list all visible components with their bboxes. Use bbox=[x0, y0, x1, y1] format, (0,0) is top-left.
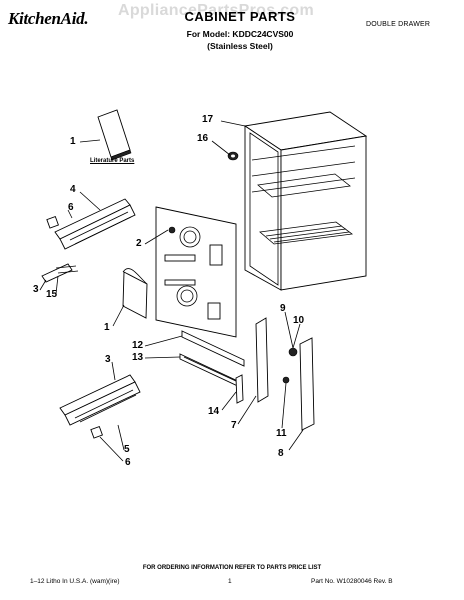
callout-6-lower: 6 bbox=[125, 457, 131, 468]
callout-13: 13 bbox=[132, 352, 144, 363]
callout-7: 7 bbox=[231, 420, 237, 431]
callout-2: 2 bbox=[136, 238, 142, 249]
leader-lines bbox=[39, 120, 304, 462]
literature-parts-label: Literature Parts bbox=[90, 158, 135, 164]
litho-line: 1–12 Litho In U.S.A. (wam)(ire) bbox=[30, 578, 120, 585]
callout-1-sheet: 1 bbox=[104, 322, 110, 333]
callout-15: 15 bbox=[46, 289, 58, 300]
callout-8: 8 bbox=[278, 448, 284, 459]
model-line: For Model: KDDC24CVS00 bbox=[186, 29, 294, 39]
callout-5: 5 bbox=[124, 444, 130, 455]
callout-11: 11 bbox=[276, 428, 287, 439]
callout-17: 17 bbox=[202, 114, 214, 125]
cabinet-box bbox=[243, 111, 368, 291]
page-title: CABINET PARTS bbox=[184, 9, 296, 24]
trim-strip bbox=[179, 330, 245, 389]
side-brackets bbox=[235, 317, 315, 431]
watermark: AppliancePartsPros.com bbox=[118, 2, 314, 19]
finish-line: (Stainless Steel) bbox=[207, 41, 273, 51]
plug-part bbox=[227, 151, 239, 161]
ordering-note: FOR ORDERING INFORMATION REFER TO PARTS … bbox=[142, 565, 322, 571]
page-number: 1 bbox=[228, 578, 232, 585]
callout-10: 10 bbox=[293, 315, 305, 326]
callout-9: 9 bbox=[280, 303, 286, 314]
lower-slide-parts bbox=[41, 263, 79, 283]
part-number: Part No. W10280046 Rev. B bbox=[311, 578, 393, 585]
brand-logo: KitchenAid. bbox=[8, 9, 89, 28]
rear-control-panel bbox=[155, 206, 237, 338]
callout-3-lower: 3 bbox=[105, 354, 111, 365]
literature-sheet bbox=[122, 268, 148, 319]
callout-3-upper: 3 bbox=[33, 284, 39, 295]
callout-6-upper: 6 bbox=[68, 202, 74, 213]
doc-type: DOUBLE DRAWER bbox=[366, 21, 431, 28]
upper-slide-rail bbox=[54, 198, 136, 250]
callout-12: 12 bbox=[132, 340, 144, 351]
callout-4: 4 bbox=[70, 184, 76, 195]
literature-booklet bbox=[97, 109, 132, 161]
callout-1-literature: 1 bbox=[70, 136, 76, 147]
callout-16: 16 bbox=[197, 133, 209, 144]
lower-slide-rail bbox=[59, 374, 141, 426]
callout-14: 14 bbox=[208, 406, 220, 417]
